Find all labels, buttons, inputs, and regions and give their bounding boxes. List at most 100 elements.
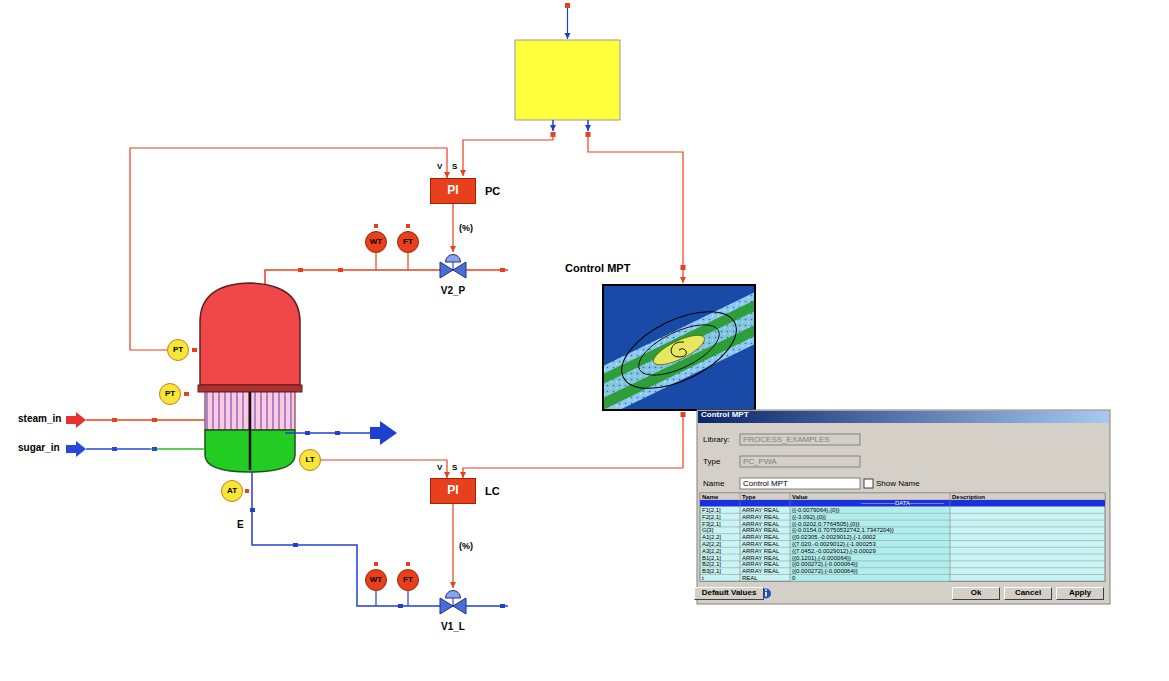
dialog-chrome bbox=[765, 590, 767, 592]
table-cell: {{0.000272},{-0.000064}} bbox=[792, 568, 858, 574]
node-text: Control MPT bbox=[560, 262, 756, 274]
vapour-pipe bbox=[407, 253, 408, 270]
table-grid bbox=[700, 574, 1105, 575]
evaporator-vessel bbox=[249, 392, 252, 470]
supervisor-block bbox=[515, 40, 620, 120]
table-cell: ARRAY REAL bbox=[742, 548, 779, 554]
table-cell: {{0.02305,-0.0029012},{-1.0002 bbox=[792, 534, 876, 540]
liquid-pipe bbox=[375, 591, 376, 606]
liquid-pipe bbox=[406, 562, 410, 566]
signal-connector bbox=[452, 204, 453, 252]
product-outlet bbox=[285, 432, 370, 434]
dialog-button: Cancel bbox=[1004, 587, 1052, 600]
sugar-inlet bbox=[66, 441, 86, 457]
liquid-pipe bbox=[398, 604, 403, 608]
sugar-inlet bbox=[112, 447, 117, 451]
mpt-icon bbox=[650, 330, 708, 371]
dialog-chrome bbox=[700, 493, 1105, 581]
evaporator-vessel bbox=[245, 489, 249, 493]
node-heading: PC bbox=[485, 185, 500, 197]
table-cell: ARRAY REAL bbox=[742, 568, 779, 574]
evaporator-vessel bbox=[192, 348, 197, 352]
dialog-chrome bbox=[740, 434, 860, 445]
valve-symbol bbox=[440, 255, 466, 279]
text-label: steam_in bbox=[18, 414, 61, 424]
table-grid bbox=[700, 567, 1105, 568]
table-cell: ARRAY REAL bbox=[742, 507, 779, 513]
mpt-icon bbox=[671, 342, 686, 357]
dialog-chrome bbox=[740, 478, 860, 489]
node-text: PI bbox=[447, 484, 458, 497]
node-text: FT bbox=[403, 238, 413, 247]
table-cell: REAL bbox=[742, 575, 758, 581]
node-text: Default Values bbox=[698, 588, 761, 599]
dialog-chrome bbox=[698, 411, 1109, 423]
table-header: Name bbox=[702, 494, 718, 500]
vapour-pipe bbox=[298, 268, 303, 272]
text-label: sugar_in bbox=[18, 443, 60, 453]
node-text: Control MPT bbox=[697, 410, 1110, 421]
dialog-chrome bbox=[697, 410, 1110, 604]
valve-symbol bbox=[453, 598, 454, 606]
node-text: Apply bbox=[1065, 588, 1095, 599]
table-cell: {{-0.0202,0.7764505},{0}} bbox=[792, 521, 859, 527]
pi-controller: PIPC bbox=[430, 178, 476, 204]
table-cell: F2[2,1] bbox=[702, 514, 721, 520]
table-grid bbox=[950, 493, 951, 581]
table-cell: {{0.000272},{-0.000064}} bbox=[792, 561, 858, 567]
liquid-pipe bbox=[252, 472, 508, 606]
table-grid bbox=[700, 547, 1105, 548]
text-label: V bbox=[437, 163, 442, 171]
table-grid bbox=[700, 533, 1105, 534]
field-label: PROCESS_EXAMPLES bbox=[743, 436, 830, 444]
valve-symbol bbox=[440, 262, 453, 278]
table-cell: ARRAY REAL bbox=[742, 555, 779, 561]
signal-unit-label: (%) bbox=[458, 542, 474, 551]
table-cell: {{-3.092},{0}} bbox=[792, 514, 826, 520]
sugar-inlet bbox=[152, 447, 157, 451]
signal-connector bbox=[452, 504, 453, 588]
table-cell: F3[2,1] bbox=[702, 521, 721, 527]
field-label: Name bbox=[703, 480, 724, 488]
dialog-chrome bbox=[740, 456, 860, 467]
table-cell: ARRAY REAL bbox=[742, 527, 779, 533]
valve-symbol bbox=[446, 591, 461, 599]
liquid-pipe bbox=[374, 562, 378, 566]
vapour-pipe bbox=[265, 224, 508, 284]
table-grid bbox=[700, 540, 1105, 541]
node-text: LT bbox=[305, 456, 314, 465]
vapour-pipe bbox=[374, 224, 378, 228]
table-grid bbox=[700, 560, 1105, 561]
pi-controller: PILC bbox=[430, 478, 476, 504]
signal-connector bbox=[130, 148, 447, 350]
table-cell: ARRAY REAL bbox=[742, 534, 779, 540]
level-transmitter: LT bbox=[299, 449, 321, 471]
supervisor-block bbox=[586, 132, 591, 137]
table-cell: 0 bbox=[792, 575, 795, 581]
steam-inlet bbox=[66, 412, 86, 428]
supervisor-block bbox=[565, 3, 570, 8]
liquid-pipe bbox=[407, 591, 408, 606]
sugar-inlet bbox=[86, 448, 150, 450]
supervisor-block bbox=[567, 8, 568, 39]
flow-transmitter: FT bbox=[397, 231, 419, 253]
node-text: Ok bbox=[967, 588, 986, 599]
table-cell: A1[2,2] bbox=[702, 534, 721, 540]
signal-unit-label: (%) bbox=[458, 224, 474, 233]
mpt-icon bbox=[603, 311, 755, 398]
mpt-icon bbox=[610, 296, 748, 404]
field-label: Control MPT bbox=[743, 480, 788, 488]
dialog-chrome bbox=[765, 592, 767, 597]
dialog-chrome bbox=[700, 493, 1105, 500]
liquid-pipe bbox=[250, 508, 255, 512]
product-outlet bbox=[370, 421, 397, 445]
dialog-button: Default Values bbox=[694, 587, 765, 600]
pressure-transmitter: PT bbox=[159, 383, 181, 405]
node-text: WT bbox=[370, 238, 382, 247]
text-label: S bbox=[452, 163, 457, 171]
dialog-chrome bbox=[790, 507, 950, 582]
signal-connector bbox=[463, 412, 683, 478]
control-valve: V2_P bbox=[436, 252, 470, 296]
table-cell: ARRAY REAL bbox=[742, 514, 779, 520]
